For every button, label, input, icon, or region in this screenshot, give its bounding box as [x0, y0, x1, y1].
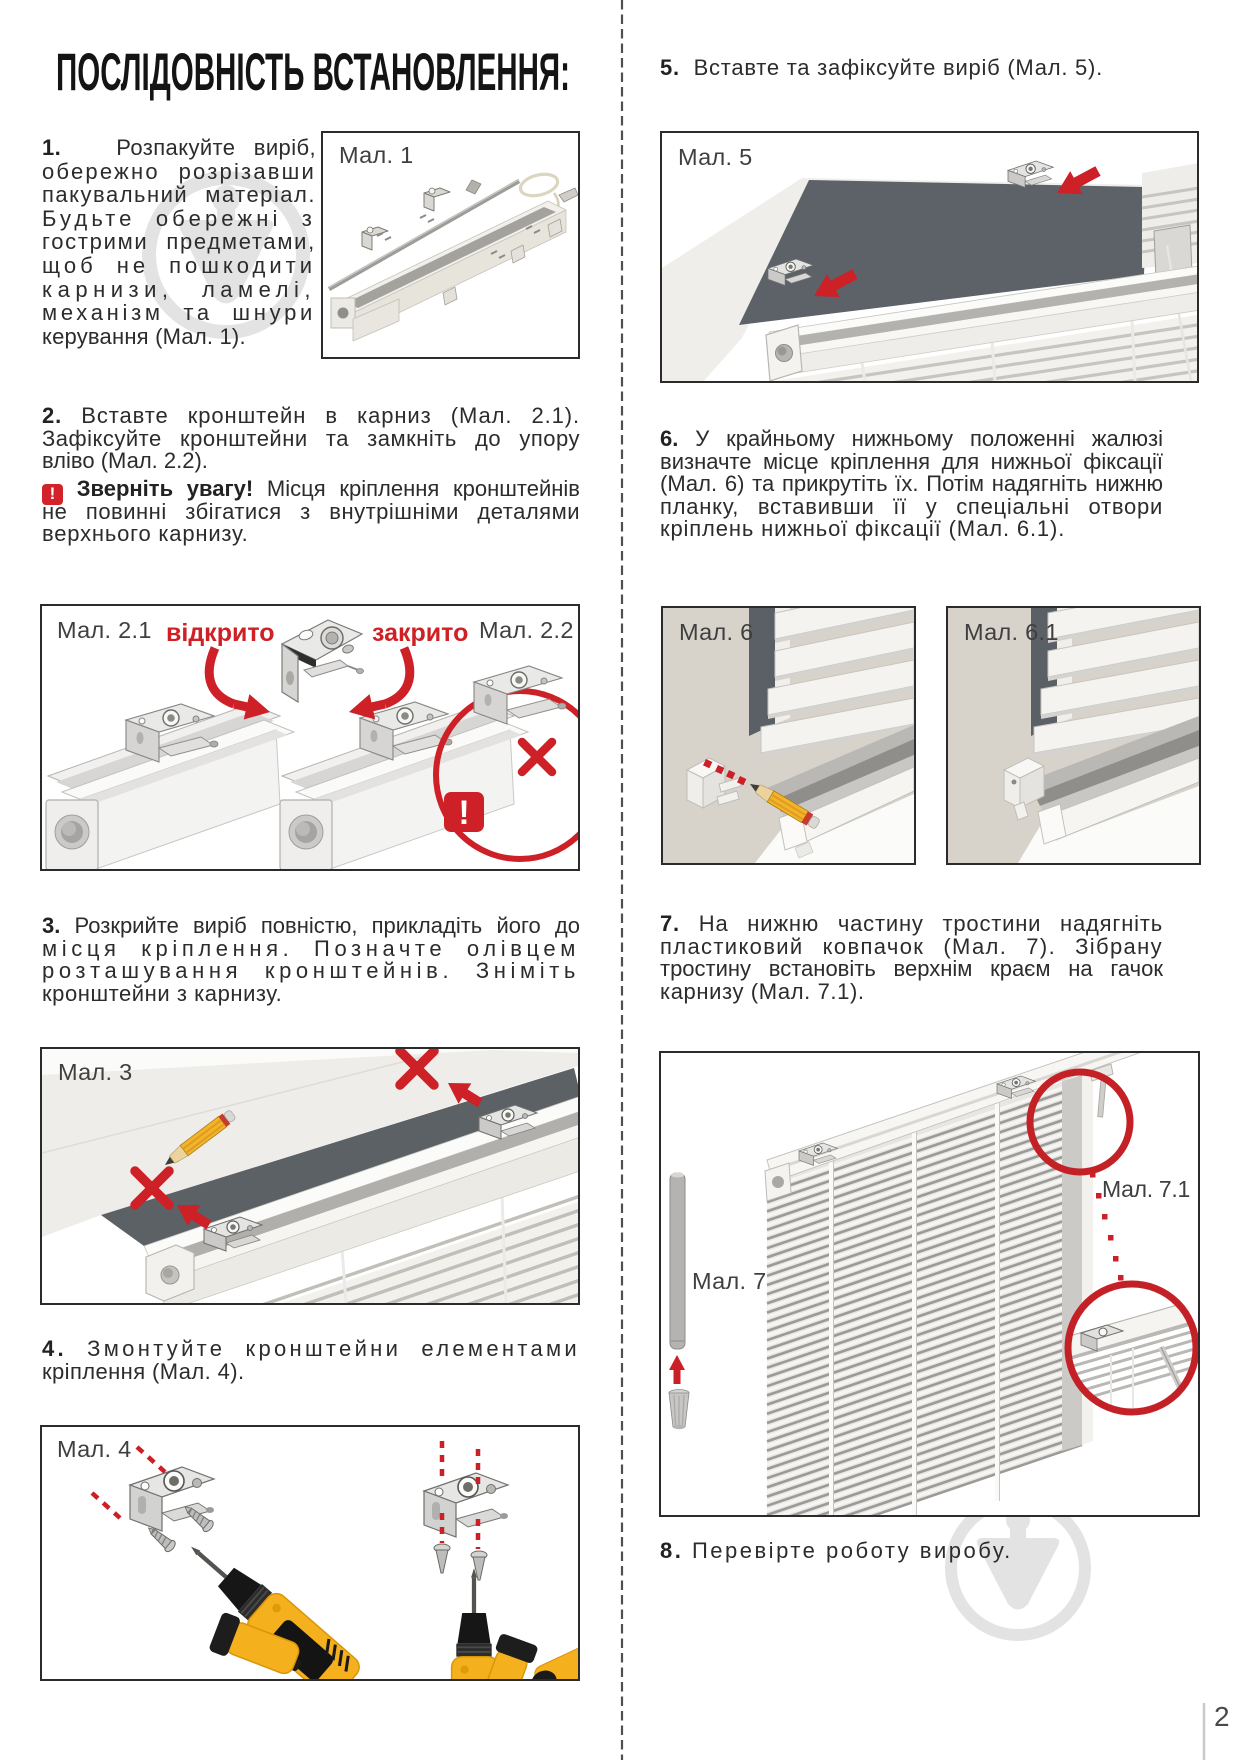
svg-text:!: !	[458, 794, 469, 832]
svg-text:ПОСЛІДОВНІСТЬ ВСТАНОВЛЕННЯ:: ПОСЛІДОВНІСТЬ ВСТАНОВЛЕННЯ:	[56, 46, 570, 102]
svg-text:2: 2	[1214, 1701, 1230, 1732]
